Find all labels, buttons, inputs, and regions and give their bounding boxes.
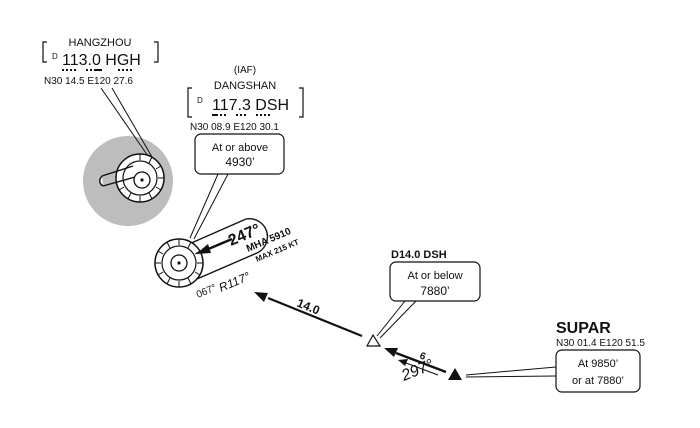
supar-triangle-icon (448, 368, 462, 380)
holding-radial: R117° (217, 269, 253, 295)
hangzhou-vor-dme-icon (99, 153, 165, 203)
dangshan-altitude-line2: 4930’ (225, 155, 254, 169)
supar-name: SUPAR (556, 320, 611, 337)
dangshan-name: DANGSHAN (214, 80, 276, 92)
supar-altitude-line2: or at 7880’ (572, 375, 624, 387)
inbound-leg-arrow-icon (254, 292, 268, 302)
hangzhou-morse-icon (62, 69, 132, 71)
supar-leg: 6 297° (384, 348, 447, 385)
dangshan-coordinates: N30 08.9 E120 30.1 (190, 122, 279, 133)
dangshan-vor-dme-icon (154, 238, 204, 288)
supar-leg-distance: 6 (418, 351, 428, 363)
supar-altitude-box (555, 349, 641, 393)
d14-label: D14.0 DSH (391, 249, 447, 261)
dangshan-frequency: 117.3 DSH (212, 97, 289, 114)
supar-fix: SUPAR N30 01.4 E120 51.5 At 9850’ or at … (448, 320, 645, 393)
dangshan-altitude-line1: At or above (212, 142, 268, 154)
hangzhou-frequency: 113.0 HGH (62, 52, 141, 69)
inbound-leg: 14.0 (254, 292, 363, 338)
dangshan-navaid: (IAF) DANGSHAN D 117.3 DSH N30 08.9 E120… (154, 65, 304, 301)
holding-outbound-course: 067° (195, 283, 218, 301)
dangshan-morse-icon (212, 114, 270, 116)
d14-altitude-line1: At or below (407, 270, 462, 282)
d14-altitude-line2: 7880’ (420, 284, 449, 298)
dangshan-altitude-box (194, 133, 285, 175)
dangshan-callout-leader-2 (193, 173, 229, 240)
dangshan-dme-flag: D (197, 96, 203, 105)
hangzhou-dme-flag: D (52, 52, 58, 61)
hangzhou-coordinates: N30 14.5 E120 27.6 (44, 76, 133, 87)
d14-fix: D14.0 DSH At or below 7880’ (365, 249, 481, 347)
hangzhou-leader-line-2 (111, 87, 153, 158)
d14-triangle-icon (365, 333, 382, 347)
hangzhou-name: HANGZHOU (69, 37, 132, 49)
dangshan-callout-leader (189, 173, 219, 239)
d14-altitude-box (389, 261, 481, 302)
hangzhou-navaid: HANGZHOU D 113.0 HGH N30 14.5 E120 27.6 (42, 37, 173, 226)
supar-coordinates: N30 01.4 E120 51.5 (556, 338, 645, 349)
supar-leg-arrow-icon (384, 348, 398, 357)
dangshan-role: (IAF) (234, 65, 256, 76)
holding-inbound-arrow-icon (196, 237, 233, 254)
hangzhou-leader-line (100, 87, 149, 157)
supar-altitude-line1: At 9850’ (578, 358, 618, 370)
